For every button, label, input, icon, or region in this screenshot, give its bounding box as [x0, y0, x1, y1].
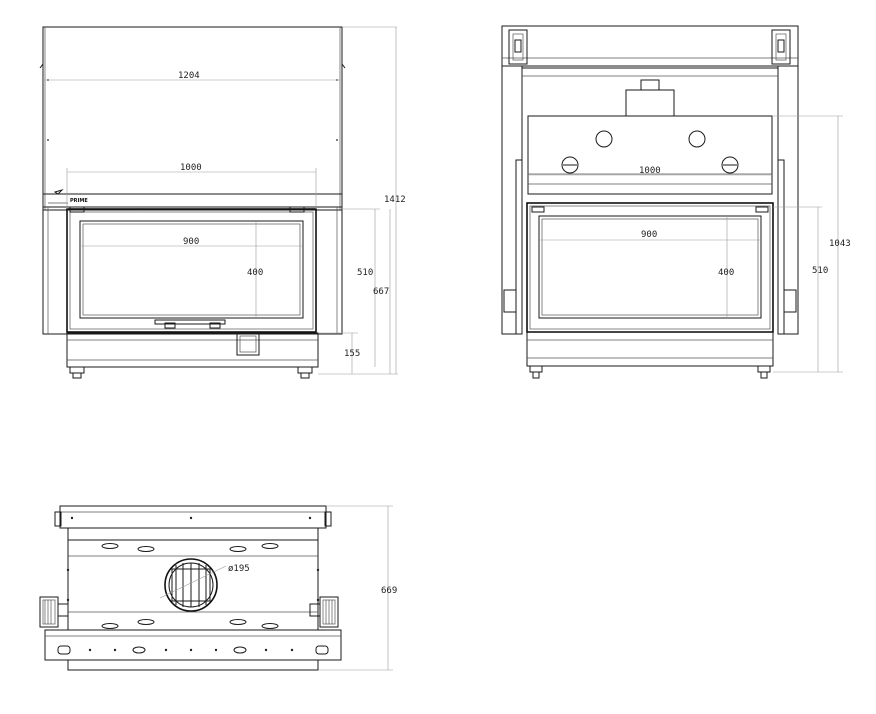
rear-brackets	[508, 29, 791, 65]
top-lower-slots	[101, 619, 279, 629]
top-view: ø195	[39, 505, 397, 671]
top-side-grilles	[39, 596, 339, 628]
rear-top-crown	[501, 25, 799, 67]
front-dimensions: 1204 1000 900 400 510 1412 667 155	[43, 26, 406, 375]
top-front-rail	[44, 629, 342, 661]
top-dim-flue-diameter: ø195	[228, 564, 250, 574]
top-main-body	[67, 539, 319, 631]
rear-dim-glass-width: 900	[641, 230, 657, 240]
rear-dim-door-height: 510	[812, 266, 828, 276]
dim-glass-height: 400	[247, 268, 263, 278]
dim-door-height: 510	[357, 268, 373, 278]
front-view: PRIME	[39, 26, 406, 379]
rear-dim-opening-width: 1000	[639, 166, 661, 176]
rear-feet	[529, 365, 771, 379]
rear-plinth	[526, 331, 774, 367]
top-dimensions: 669	[318, 505, 397, 671]
dim-lower-height: 667	[373, 287, 389, 297]
rear-dim-total-height: 1043	[829, 239, 851, 249]
top-upper-slots	[101, 543, 279, 552]
top-dim-depth: 669	[381, 586, 397, 596]
rear-view: 1000 900 400 510 1043	[501, 25, 851, 379]
dim-total-height: 1412	[384, 195, 406, 205]
front-upper-casing	[42, 26, 343, 211]
front-glass	[79, 220, 304, 319]
front-plinth	[66, 332, 319, 368]
front-feet	[69, 366, 313, 379]
dim-overall-width: 1204	[178, 71, 200, 81]
brand-logo: PRIME	[48, 188, 88, 204]
rear-heat-chamber	[527, 115, 773, 195]
rear-door-frame	[526, 202, 774, 333]
brand-text: PRIME	[70, 198, 88, 204]
rear-flue-stub	[625, 89, 675, 117]
dim-base-height: 155	[344, 349, 360, 359]
rear-dimensions: 1000 900 400 510 1043	[527, 115, 851, 373]
top-rear-rail	[59, 505, 327, 529]
dim-opening-width: 1000	[180, 163, 202, 173]
front-body-frame	[42, 193, 343, 335]
rear-dim-glass-height: 400	[718, 268, 734, 278]
front-door-frame	[66, 208, 317, 333]
dim-glass-width: 900	[183, 237, 199, 247]
rear-glass	[538, 215, 762, 319]
top-flue-collar	[164, 558, 218, 612]
